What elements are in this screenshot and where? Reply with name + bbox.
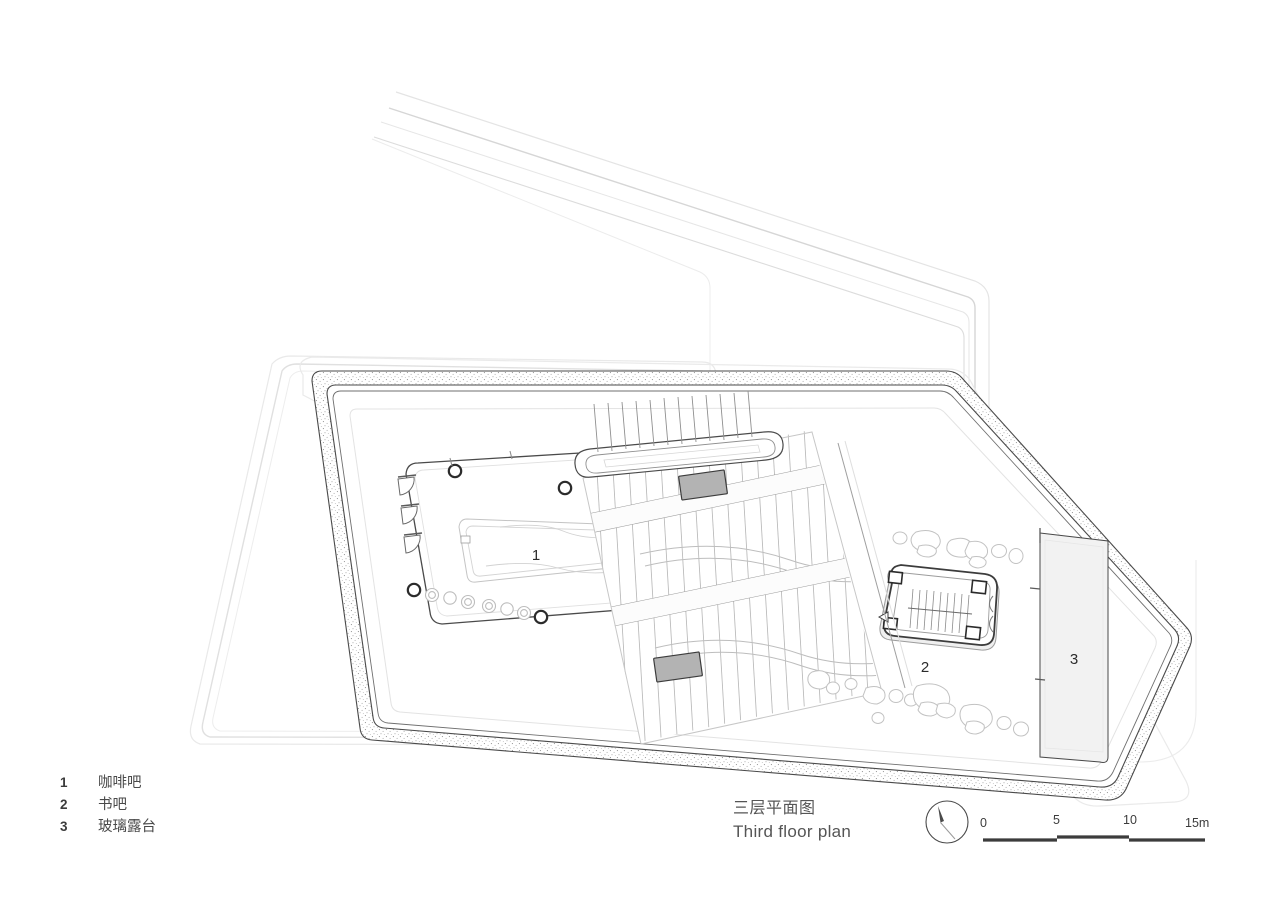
legend-item: 3 玻璃露台 <box>60 816 156 838</box>
plan-title-en: Third floor plan <box>733 822 852 841</box>
plan-title-cn: 三层平面图 <box>733 800 816 817</box>
terrace-fill <box>1039 532 1109 763</box>
site-road-band <box>373 91 990 760</box>
terrace-inner-line <box>1044 539 1104 753</box>
zone-cafe <box>397 449 621 625</box>
wall-stubs <box>1029 528 1046 681</box>
service-cores <box>653 469 728 683</box>
scale-and-north: 0 5 10 15m <box>925 795 1215 855</box>
legend-item: 2 书吧 <box>60 794 156 816</box>
interior-partitions <box>837 440 913 689</box>
plan-label-2: 2 <box>921 659 929 676</box>
core-north <box>678 469 728 501</box>
column <box>533 609 549 625</box>
scalebar-segments <box>983 835 1205 842</box>
zone-glass-terrace <box>1039 532 1109 763</box>
north-arrow-icon <box>925 800 969 844</box>
slab-ghost-offset <box>349 407 1157 769</box>
book-bar-posts <box>882 570 988 641</box>
title-block: 三层平面图 Third floor plan <box>733 798 851 844</box>
scalebar-svg <box>925 800 1205 844</box>
legend-label: 玻璃露台 <box>98 819 156 835</box>
skylight-void <box>574 431 784 478</box>
plan-number-labels: 1 2 3 <box>532 547 1078 676</box>
roof-fins <box>593 390 753 453</box>
legend-item: 1 咖啡吧 <box>60 772 156 794</box>
legend-number: 3 <box>60 819 68 834</box>
legend: 1 咖啡吧 2 书吧 3 玻璃露台 <box>60 772 156 838</box>
legend-label: 书吧 <box>98 797 127 813</box>
column <box>557 480 573 496</box>
column <box>406 582 422 598</box>
columns <box>406 463 573 625</box>
cafe-seating-stools <box>424 587 532 621</box>
site-road-band-lower <box>371 138 711 700</box>
core-south <box>653 651 703 683</box>
scale-tick-0: 0 <box>980 816 987 830</box>
zone-book-bar <box>877 564 1000 651</box>
landscape-rocks <box>807 530 1029 737</box>
cafe-door-swings <box>397 474 423 554</box>
legend-label: 咖啡吧 <box>98 775 142 791</box>
legend-number: 1 <box>60 775 68 790</box>
cafe-counter <box>458 518 615 583</box>
column <box>447 463 463 479</box>
slab-inner-edge-2 <box>332 390 1173 782</box>
scale-tick-10: 10 <box>1123 813 1137 827</box>
legend-number: 2 <box>60 797 68 812</box>
plan-label-1: 1 <box>532 547 540 564</box>
scale-tick-5: 5 <box>1053 813 1060 827</box>
scale-tick-15: 15m <box>1185 816 1210 830</box>
slab-halo <box>299 356 1190 807</box>
cafe-room-inner-line <box>414 458 613 617</box>
plan-label-3: 3 <box>1070 651 1078 668</box>
